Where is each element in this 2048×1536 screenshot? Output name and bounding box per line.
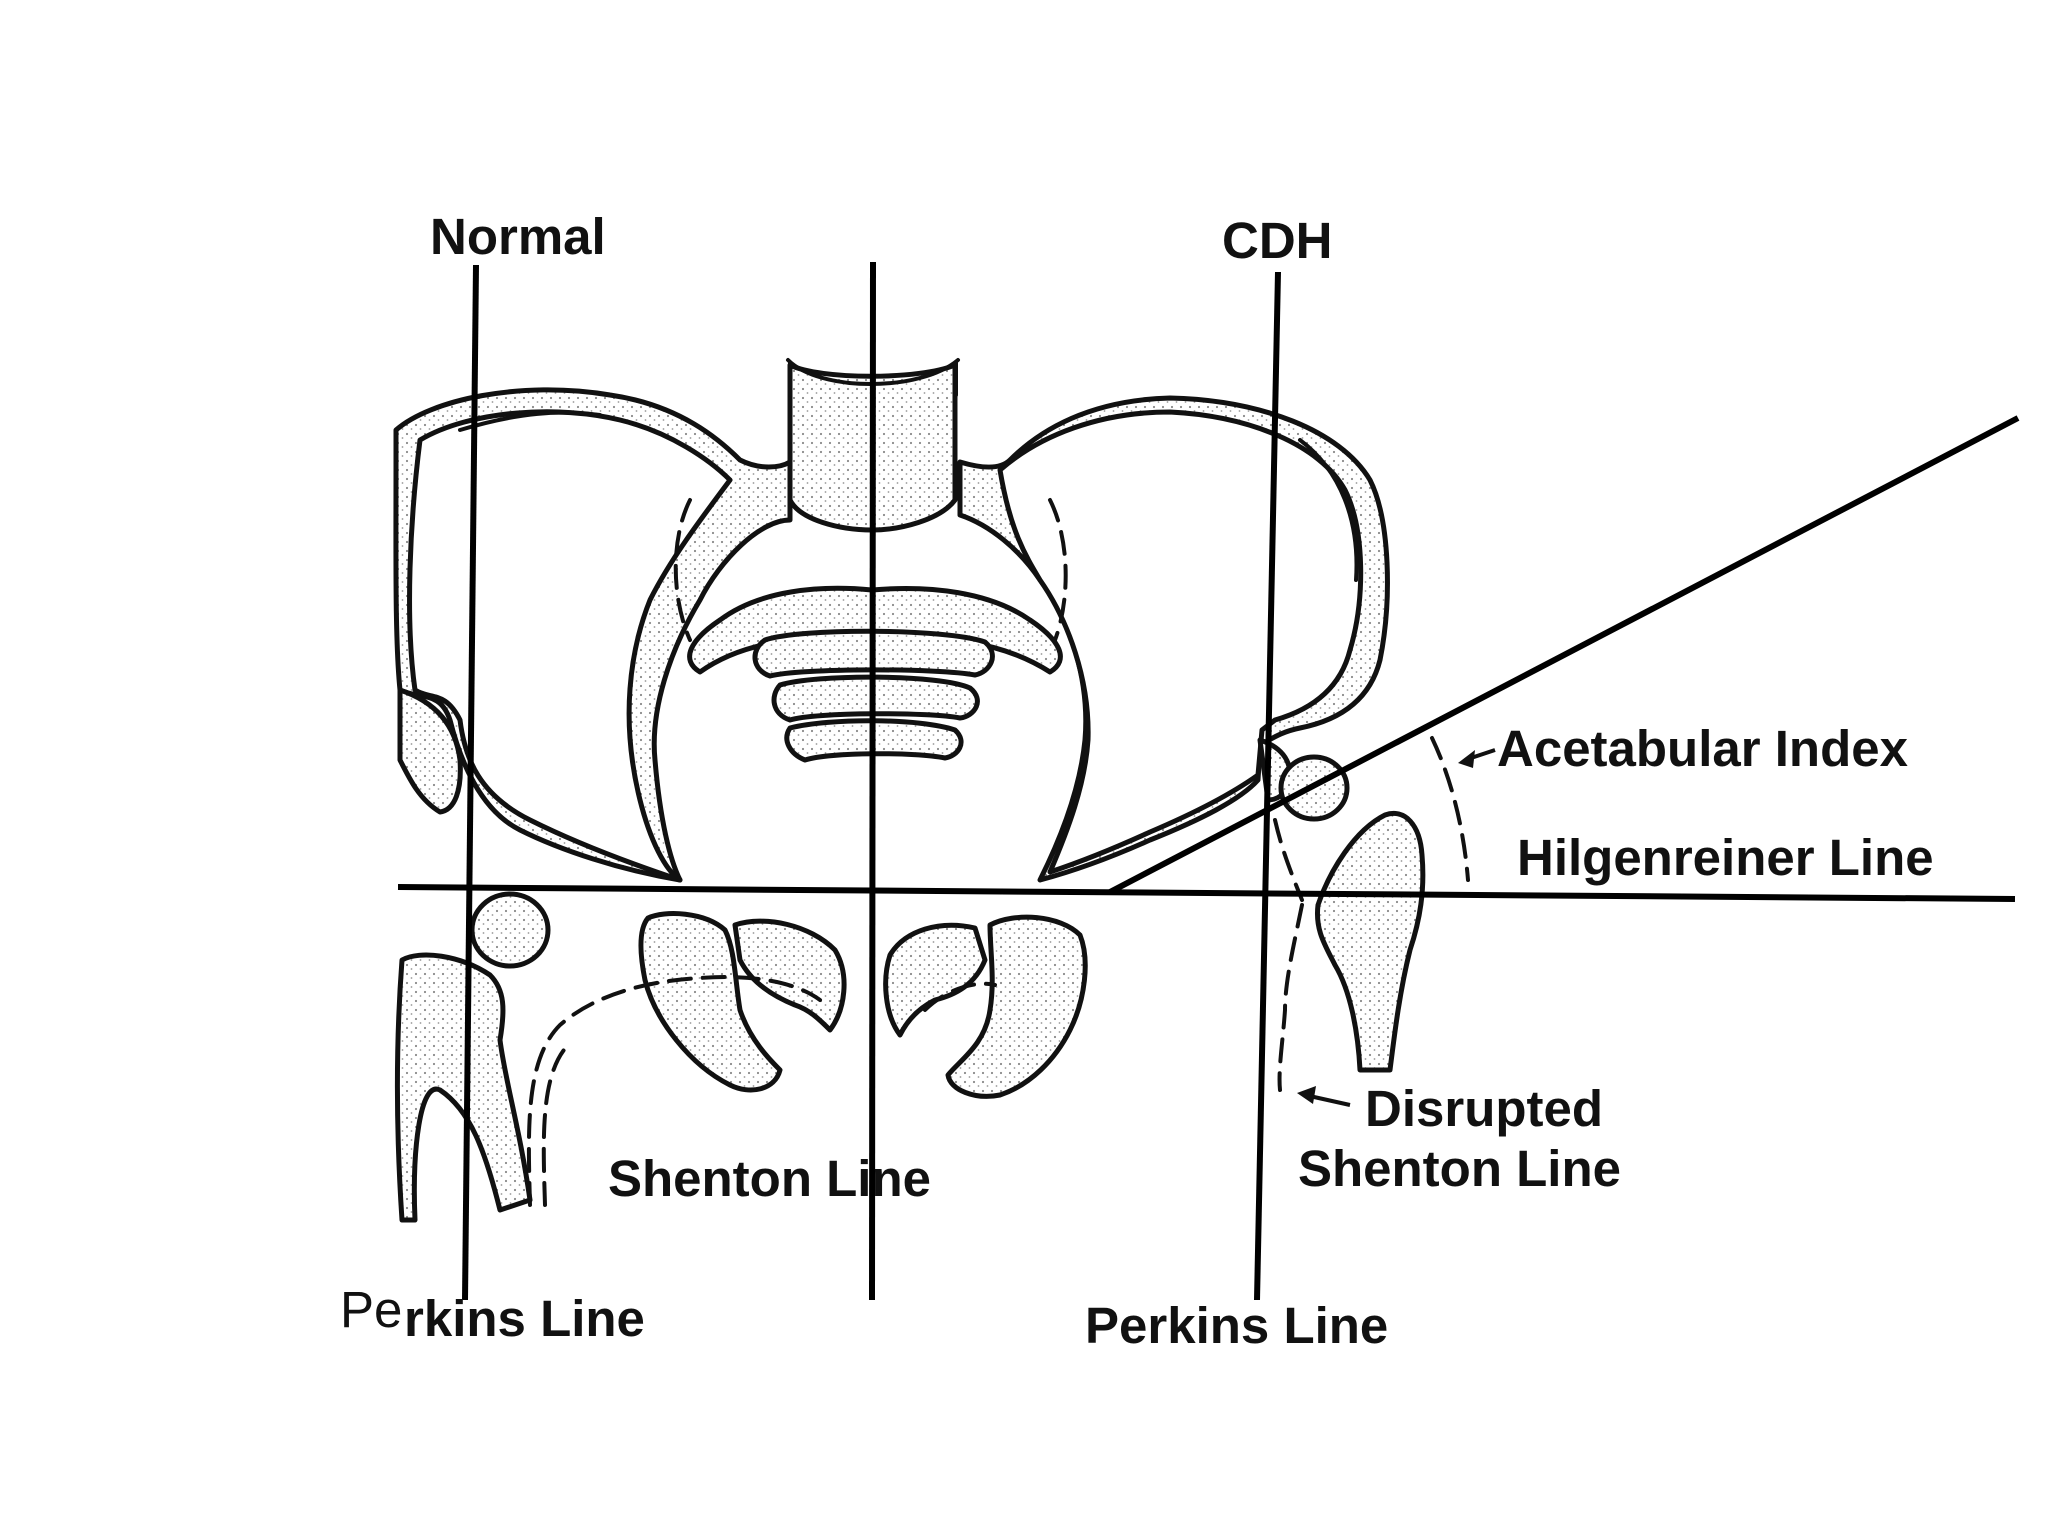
left-ilium-body [407, 409, 733, 883]
ischiopubic-bones [638, 911, 1088, 1099]
label-disrupted-shenton-line: Shenton Line [1298, 1140, 1621, 1197]
acetabular-index-arrow [1458, 748, 1496, 768]
pelvis [393, 358, 1390, 883]
left-sacroiliac-outline [673, 498, 692, 642]
shenton-line-normal [526, 975, 822, 1207]
shenton-line-normal-inner [541, 1043, 570, 1207]
right-pubis [945, 914, 1088, 1099]
left-ischium [732, 918, 847, 1033]
left-femoral-head-ossific-nucleus [469, 891, 551, 969]
label-perkins-line-left: rkins Line [404, 1290, 645, 1347]
sacral-segment-2 [771, 674, 980, 723]
right-femur-displaced [1314, 811, 1426, 1073]
acetabular-index-arc [1430, 736, 1470, 882]
normal-hip [395, 687, 551, 1223]
disrupted-shenton-line-upper [1273, 818, 1304, 902]
left-femur [395, 952, 533, 1223]
disrupted-shenton-line [1277, 903, 1304, 1092]
shenton-line-right [923, 981, 997, 1012]
label-perkins-line-right: Perkins Line [1085, 1297, 1388, 1354]
label-perkins-line-left-prefix: Pe [340, 1281, 402, 1338]
perkins-line-cdh [1254, 271, 1281, 1301]
right-sacroiliac-outline [1048, 498, 1068, 642]
perkins-line-normal [462, 264, 479, 1301]
label-disrupted: Disrupted [1365, 1080, 1603, 1137]
label-hilgenreiner-line: Hilgenreiner Line [1517, 829, 1934, 886]
midline [869, 261, 876, 1301]
disrupted-shenton-arrow [1297, 1086, 1351, 1107]
hilgenreiner-line [397, 884, 2016, 902]
left-wing-inner-contour [458, 410, 602, 432]
right-ischium [883, 922, 988, 1038]
left-acetabulum [397, 687, 463, 815]
right-wing-inner-contour [1298, 438, 1359, 582]
acetabular-roof-line [1108, 415, 2020, 895]
label-shenton-line: Shenton Line [608, 1150, 931, 1207]
label-normal: Normal [430, 208, 606, 265]
label-cdh: CDH [1222, 212, 1333, 269]
left-pubis [638, 911, 783, 1093]
label-acetabular-index: Acetabular Index [1497, 720, 1908, 777]
